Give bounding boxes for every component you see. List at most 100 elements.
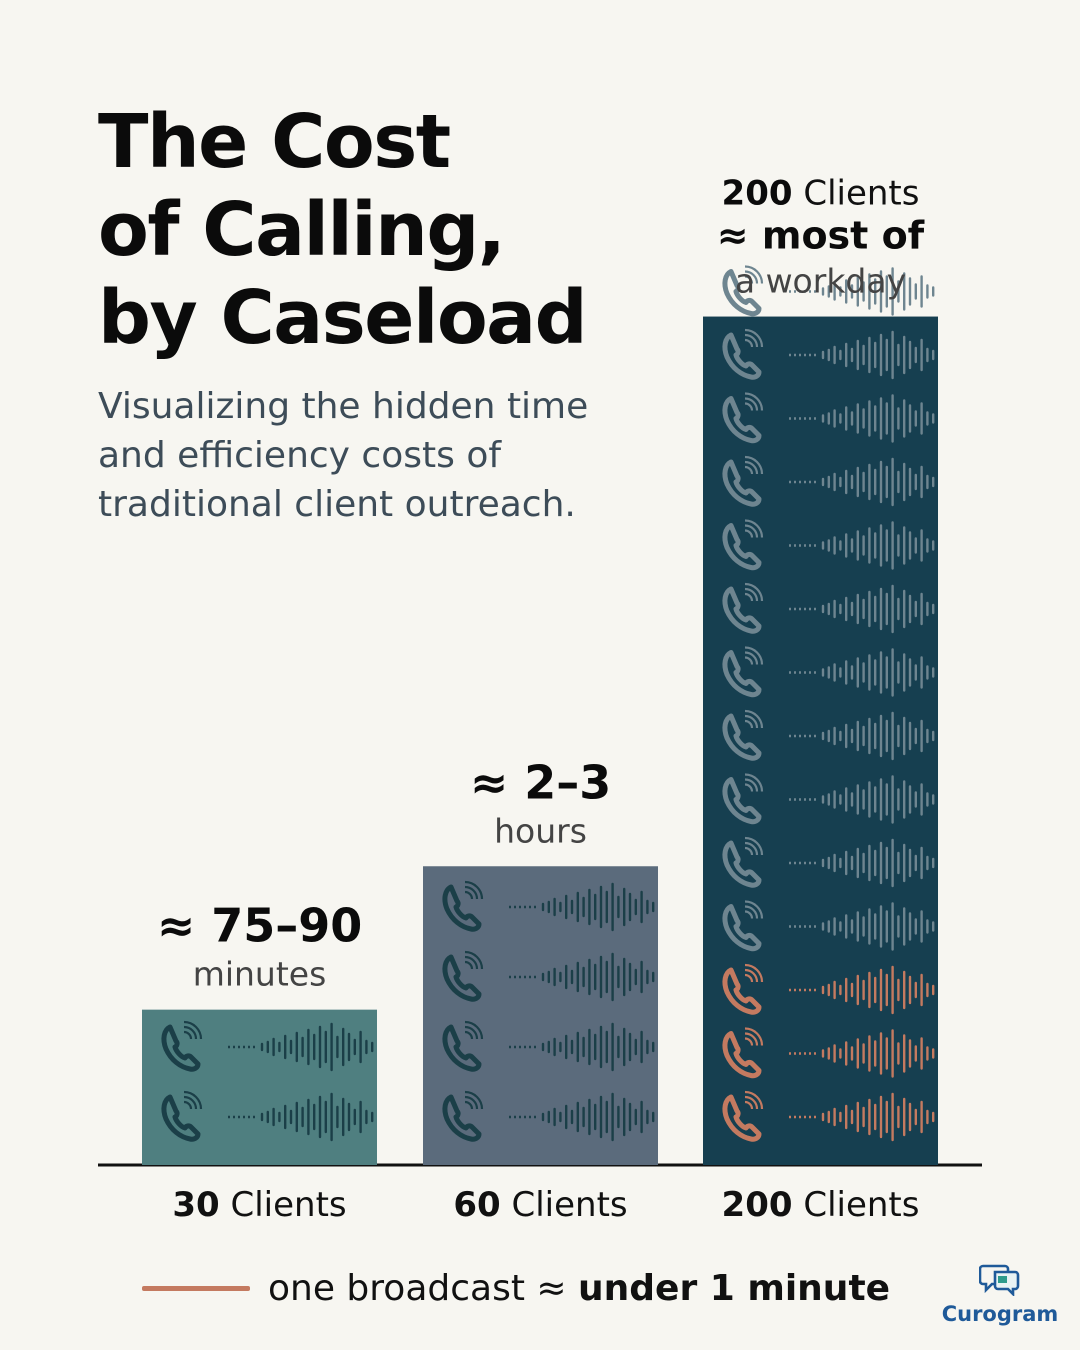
data-label: 200 Clients [722,174,920,214]
call-row [161,1020,374,1072]
phone-icon [722,269,762,317]
signal-arc [744,973,754,983]
call-row [722,836,935,888]
signal-arc [464,1020,484,1040]
call-row [722,582,935,634]
signal-arc [183,1095,198,1110]
call-row [161,1090,374,1142]
signal-arc [744,968,759,983]
category-label: 60 Clients [453,1185,627,1225]
brand-name: Curogram [941,1302,1059,1326]
signal-arc [744,587,759,602]
signal-arc [183,1025,198,1040]
legend-text: one broadcast ≈ under 1 minute [268,1268,890,1309]
phone-icon [161,1094,201,1142]
call-row [442,1020,655,1072]
signal-arc [744,963,764,983]
signal-arc [183,1030,193,1040]
signal-arc [464,1025,479,1040]
signal-arc [464,955,479,970]
signal-arc [183,1100,193,1110]
call-row [722,646,935,698]
subtitle-line: and efficiency costs of [98,435,502,476]
signal-arc [744,519,764,538]
bar-group [703,265,938,1165]
phone-icon [161,1024,201,1072]
signal-arc [464,1100,474,1110]
call-row [722,265,935,317]
signal-arc [744,783,754,792]
page-subtitle: Visualizing the hidden time and efficien… [98,382,658,529]
signal-arc [744,1032,759,1046]
signal-arc [464,890,474,900]
call-row [722,963,935,1015]
legend-text-normal: one broadcast ≈ [268,1267,579,1309]
data-label: hours [494,811,587,850]
title-line: by Caseload [98,275,588,361]
phone-icon [722,1031,762,1079]
phone-icon [722,840,762,888]
call-row [722,1027,935,1079]
signal-arc [464,960,474,970]
call-row [722,455,935,507]
signal-arc [744,333,759,348]
signal-arc [744,265,764,284]
signal-arc [744,778,759,792]
signal-arc [464,1090,484,1110]
signal-arc [464,1030,474,1040]
phone-icon [442,1094,482,1142]
page-title: The Cost of Calling, by Caseload [98,98,618,362]
title-line: The Cost [98,99,451,185]
legend-text-bold: under 1 minute [578,1267,891,1309]
phone-icon [722,967,762,1015]
subtitle-line: traditional client outreach. [98,484,576,525]
call-row [722,328,935,380]
call-row [442,950,655,1002]
signal-arc [744,592,754,602]
signal-arc [744,529,754,538]
data-label: ≈ 75–90 [157,899,363,953]
call-row [722,519,935,571]
phone-icon [722,586,762,634]
signal-arc [744,646,764,665]
phone-icon [722,459,762,507]
legend-swatch [142,1285,250,1291]
phone-icon [722,713,762,761]
signal-arc [744,719,754,729]
legend: one broadcast ≈ under 1 minute [142,1262,890,1314]
signal-arc [744,1037,754,1046]
bar-group [423,866,658,1165]
phone-icon [722,332,762,380]
signal-arc [744,656,754,665]
title-line: of Calling, [98,187,506,273]
signal-arc [464,1095,479,1110]
signal-arc [744,524,759,538]
signal-arc [744,905,759,919]
signal-arc [744,841,759,856]
brand-logo: Curogram [940,1262,1060,1326]
call-row [442,1090,655,1142]
signal-arc [744,582,764,602]
signal-arc [744,328,764,348]
phone-icon [442,884,482,932]
bar-group [142,1009,377,1165]
call-row [722,392,935,444]
data-label: ≈ 2–3 [470,755,612,809]
call-row [442,880,655,932]
signal-arc [744,338,754,348]
signal-arc [744,465,754,475]
signal-arc [744,910,754,919]
call-row [722,900,935,952]
phone-icon [722,777,762,825]
data-label: ≈ most of [717,214,925,258]
subtitle-line: Visualizing the hidden time [98,386,589,427]
signal-arc [744,402,754,411]
signal-arc [744,270,759,284]
call-row [722,709,935,761]
phone-icon [722,1094,762,1142]
phone-icon [722,904,762,952]
signal-arc [744,1100,754,1110]
signal-arc [744,846,754,856]
category-label: 200 Clients [722,1185,920,1225]
signal-arc [744,455,764,475]
